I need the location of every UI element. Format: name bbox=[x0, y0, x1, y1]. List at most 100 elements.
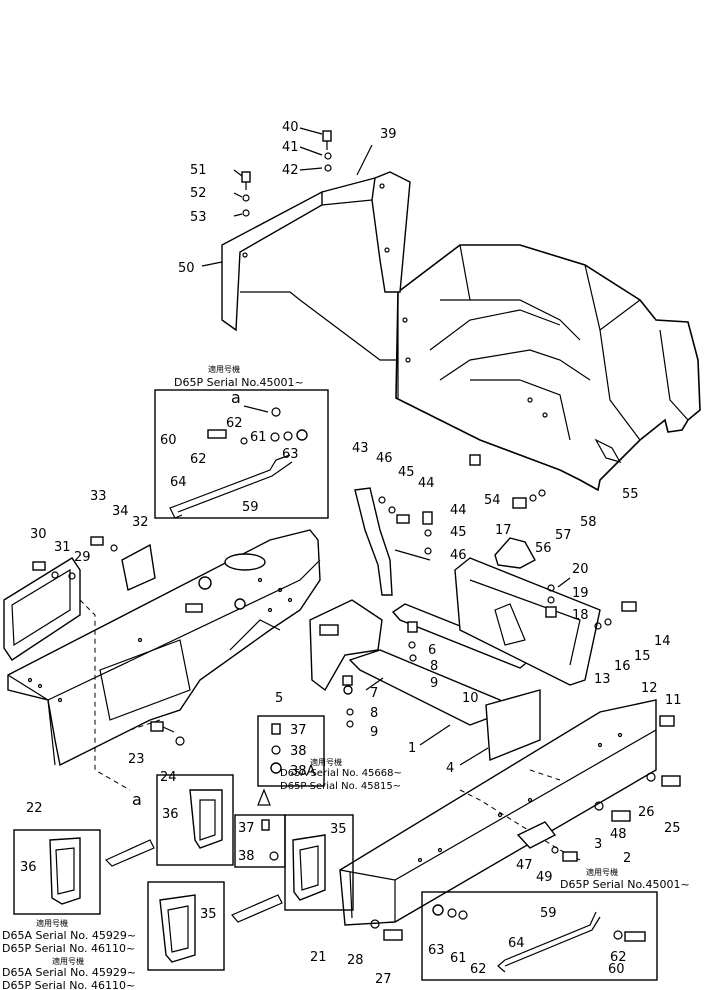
callout-1: 1 bbox=[408, 741, 416, 756]
top-box-serial: D65P Serial No.45001~ bbox=[174, 376, 304, 389]
callout-62a: 62 bbox=[226, 416, 243, 431]
detail-box-37-38-top bbox=[257, 715, 325, 787]
callout-58: 58 bbox=[580, 515, 597, 530]
callout-44a: 44 bbox=[418, 476, 435, 491]
callout-8b: 8 bbox=[370, 706, 378, 721]
detail-box-35-lower bbox=[147, 881, 225, 971]
callout-7: 7 bbox=[370, 686, 378, 701]
callout-9a: 9 bbox=[430, 676, 438, 691]
callout-40: 40 bbox=[282, 120, 299, 135]
ref-a-bottom: a bbox=[132, 790, 142, 809]
arrow-left-upper-icon bbox=[104, 839, 155, 867]
callout-2: 2 bbox=[623, 851, 631, 866]
callout-35b: 35 bbox=[200, 907, 217, 922]
callout-24: 24 bbox=[160, 770, 177, 785]
bracket-39-50-drawing bbox=[221, 171, 411, 361]
ref-a-top: a bbox=[231, 388, 241, 407]
bolts-23-24 bbox=[150, 721, 185, 746]
center-bracket-drawing bbox=[309, 487, 601, 762]
callout-36a: 36 bbox=[162, 807, 179, 822]
callout-37b: 37 bbox=[238, 821, 255, 836]
callout-44b: 44 bbox=[450, 503, 467, 518]
callout-9b: 9 bbox=[370, 725, 378, 740]
callout-10: 10 bbox=[462, 691, 479, 706]
callout-6: 6 bbox=[428, 643, 436, 658]
callout-48: 48 bbox=[610, 827, 627, 842]
bolts-30-34 bbox=[32, 536, 118, 580]
callout-49: 49 bbox=[536, 870, 553, 885]
callout-38A: 38A bbox=[290, 764, 316, 779]
callout-22: 22 bbox=[26, 801, 43, 816]
callout-20: 20 bbox=[572, 562, 589, 577]
callout-31: 31 bbox=[54, 540, 71, 555]
bottom-right-heading: 適用号機 bbox=[586, 867, 618, 877]
callout-62c: 62 bbox=[470, 962, 487, 977]
callout-27: 27 bbox=[375, 972, 392, 987]
callout-5: 5 bbox=[275, 691, 283, 706]
callout-64b: 64 bbox=[508, 936, 525, 951]
callout-38b: 38 bbox=[238, 849, 255, 864]
callout-54: 54 bbox=[484, 493, 501, 508]
callout-43: 43 bbox=[352, 441, 369, 456]
engine-hood-drawing bbox=[395, 244, 701, 492]
left-frame-drawing bbox=[3, 529, 321, 791]
callout-4: 4 bbox=[446, 761, 454, 776]
callout-61a: 61 bbox=[250, 430, 267, 445]
callout-13: 13 bbox=[594, 672, 611, 687]
rod-59-bottom bbox=[432, 904, 646, 973]
callout-52: 52 bbox=[190, 186, 207, 201]
callout-26: 26 bbox=[638, 805, 655, 820]
callout-64a: 64 bbox=[170, 475, 187, 490]
callout-46b: 46 bbox=[450, 548, 467, 563]
callout-16: 16 bbox=[614, 659, 631, 674]
callout-59a: 59 bbox=[242, 500, 259, 515]
callout-63b: 63 bbox=[428, 943, 445, 958]
callout-37a: 37 bbox=[290, 723, 307, 738]
callout-51: 51 bbox=[190, 163, 207, 178]
bolts-40-42 bbox=[299, 127, 332, 172]
callout-60a: 60 bbox=[160, 433, 177, 448]
mid-serial-1: D65A Serial No. 45668~ bbox=[280, 768, 402, 779]
callout-12: 12 bbox=[641, 681, 658, 696]
callout-42: 42 bbox=[282, 163, 299, 178]
stand-36-upper bbox=[189, 789, 223, 849]
bolts-51-53 bbox=[233, 169, 251, 217]
callout-33: 33 bbox=[90, 489, 107, 504]
arrow-left-lower-icon bbox=[231, 894, 283, 923]
callout-8a: 8 bbox=[430, 659, 438, 674]
callout-45b: 45 bbox=[450, 525, 467, 540]
right-small-parts bbox=[469, 454, 675, 727]
callout-56: 56 bbox=[535, 541, 552, 556]
callout-62b: 62 bbox=[190, 452, 207, 467]
callout-32: 32 bbox=[132, 515, 149, 530]
arrow-up-icon bbox=[257, 788, 271, 806]
rod-59-top bbox=[169, 405, 308, 519]
detail-box-36-lower bbox=[13, 829, 101, 915]
callout-57: 57 bbox=[555, 528, 572, 543]
bottom-left-serial-2: D65P Serial No. 46110~ bbox=[2, 979, 135, 990]
callout-28: 28 bbox=[347, 953, 364, 968]
callout-34: 34 bbox=[112, 504, 129, 519]
bottom-left-serial-1: D65A Serial No. 45929~ bbox=[2, 966, 136, 979]
callout-35a: 35 bbox=[330, 822, 347, 837]
callout-38a: 38 bbox=[290, 744, 307, 759]
callout-60b: 60 bbox=[608, 962, 625, 977]
callout-3: 3 bbox=[594, 837, 602, 852]
callout-23: 23 bbox=[128, 752, 145, 767]
callout-62d: 62 bbox=[610, 950, 627, 965]
stand-36-lower bbox=[49, 837, 81, 905]
bolt-stack-37-38 bbox=[270, 723, 282, 774]
callout-46a: 46 bbox=[376, 451, 393, 466]
detail-box-35-upper bbox=[284, 814, 354, 911]
callout-30: 30 bbox=[30, 527, 47, 542]
left-box-serial-2: D65P Serial No. 46110~ bbox=[2, 942, 135, 955]
callout-63a: 63 bbox=[282, 447, 299, 462]
callout-11: 11 bbox=[665, 693, 682, 708]
callout-59b: 59 bbox=[540, 906, 557, 921]
callout-47: 47 bbox=[516, 858, 533, 873]
bolts-44-46 bbox=[378, 496, 433, 561]
bolts-right-frame bbox=[370, 772, 681, 941]
callout-25: 25 bbox=[664, 821, 681, 836]
callout-61b: 61 bbox=[450, 951, 467, 966]
